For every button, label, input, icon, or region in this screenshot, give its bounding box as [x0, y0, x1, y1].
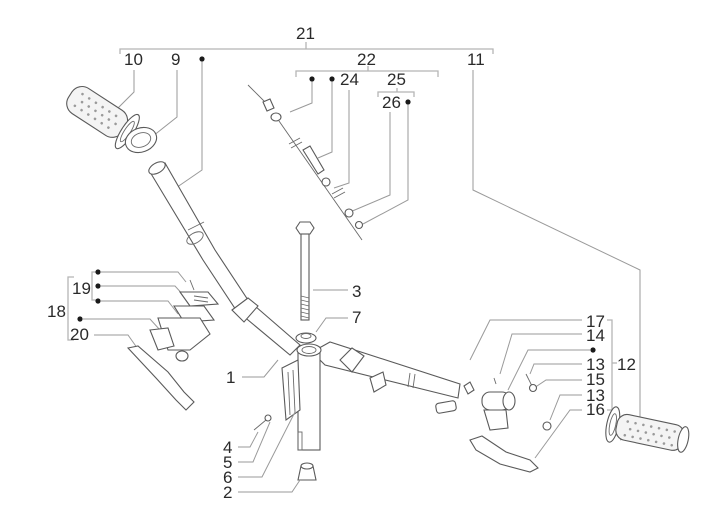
label-11[interactable]: 11	[467, 50, 485, 69]
leader-handlebar	[169, 62, 203, 193]
leader-24b	[333, 90, 350, 189]
label-19[interactable]: 19	[72, 279, 91, 298]
leader-17	[469, 319, 582, 361]
label-24[interactable]: 24	[340, 70, 359, 89]
leader-19c	[101, 300, 179, 315]
handlebar-tube[interactable]	[147, 159, 461, 399]
leader-13b	[549, 394, 582, 421]
leader-19b	[101, 285, 187, 299]
label-2[interactable]: 2	[223, 483, 232, 502]
label-16[interactable]: 16	[586, 400, 605, 419]
leader-18	[83, 318, 161, 331]
bracket-22	[295, 66, 439, 77]
label-9[interactable]: 9	[171, 50, 180, 69]
label-22[interactable]: 22	[357, 50, 376, 69]
label-21[interactable]: 21	[296, 24, 315, 43]
leader-14	[499, 333, 582, 375]
label-10[interactable]: 10	[124, 50, 143, 69]
label-13b[interactable]: 13	[586, 386, 605, 405]
label-26[interactable]: 26	[382, 93, 401, 112]
leader-19a	[101, 271, 187, 283]
leader-7	[315, 317, 348, 333]
leader-22a	[289, 82, 313, 113]
right-grip[interactable]	[603, 406, 692, 458]
marker-dot	[77, 316, 83, 322]
throttle-cable[interactable]	[247, 84, 364, 241]
marker-dot	[199, 56, 205, 62]
marker-dot	[95, 269, 101, 275]
leader-1	[242, 359, 279, 378]
rear-brake-lever[interactable]	[435, 373, 552, 473]
steering-stem[interactable]	[281, 343, 322, 451]
label-13a[interactable]: 13	[586, 355, 605, 374]
handlebar-bolt[interactable]	[295, 221, 315, 321]
label-6[interactable]: 6	[223, 468, 232, 487]
leader-4	[238, 431, 259, 448]
marker-dot	[95, 298, 101, 304]
leader-13a	[529, 363, 582, 375]
label-14[interactable]: 14	[586, 326, 605, 345]
leader-10	[115, 70, 135, 111]
steering-cap[interactable]	[297, 462, 317, 481]
label-5[interactable]: 5	[223, 453, 232, 472]
leader-26b	[362, 105, 409, 225]
leader-6	[238, 411, 296, 478]
leader-2	[238, 479, 301, 493]
bracket-25	[377, 91, 415, 97]
label-20[interactable]: 20	[70, 325, 89, 344]
label-18[interactable]: 18	[47, 302, 66, 321]
marker-dot	[329, 76, 335, 82]
leader-26	[349, 112, 391, 213]
label-17[interactable]: 17	[586, 312, 605, 331]
leader-16	[534, 409, 582, 459]
bracket-18	[67, 276, 74, 341]
marker-dot	[405, 99, 411, 105]
bracket-12	[607, 319, 617, 411]
leader-14b	[507, 349, 590, 391]
screw-4[interactable]	[253, 414, 272, 431]
label-3[interactable]: 3	[352, 282, 361, 301]
washer-9[interactable]	[122, 123, 160, 156]
marker-dot	[590, 347, 596, 353]
leader-9	[147, 70, 178, 141]
leader-15	[533, 379, 582, 389]
label-7[interactable]: 7	[352, 308, 361, 327]
label-15[interactable]: 15	[586, 370, 605, 389]
marker-dot	[95, 283, 101, 289]
leader-24a	[317, 82, 333, 159]
nut-7[interactable]	[295, 332, 317, 344]
label-4[interactable]: 4	[223, 438, 232, 457]
master-cylinder[interactable]	[126, 279, 220, 411]
label-1[interactable]: 1	[226, 368, 235, 387]
bracket-19	[91, 271, 97, 301]
label-12[interactable]: 12	[617, 355, 636, 374]
bracket-21	[119, 42, 494, 54]
marker-dot	[309, 76, 315, 82]
leader-5	[238, 421, 271, 463]
leader-11	[472, 70, 641, 441]
label-25[interactable]: 25	[387, 70, 406, 89]
